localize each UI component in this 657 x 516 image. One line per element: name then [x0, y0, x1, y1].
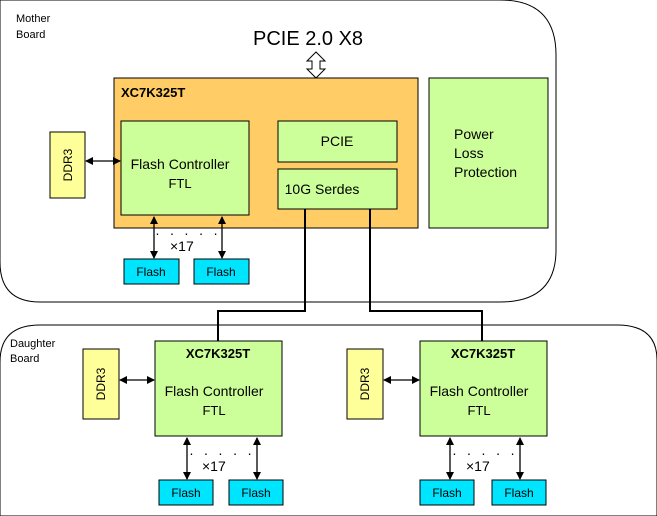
serdes-link-left	[217, 209, 306, 341]
pcie-box	[277, 120, 398, 163]
pcie-label: PCIE	[321, 133, 354, 149]
mother-fpga-title: XC7K325T	[121, 85, 185, 100]
mother-board-label-2: Board	[16, 29, 45, 41]
daughter-left-ddr3-box	[82, 348, 120, 420]
daughter-right-ddr3-label: DDR3	[358, 367, 372, 400]
mother-board-outline	[0, 0, 557, 303]
daughter-left-flash-chip-2	[228, 479, 284, 506]
daughter-right-flash-chip-1	[419, 479, 475, 506]
pcie-bus-title: PCIE 2.0 X8	[253, 28, 363, 50]
mother-ftl-label: FTL	[168, 176, 191, 191]
power-loss-line-3: Protection	[454, 164, 517, 180]
mother-flash-controller-box	[120, 120, 250, 216]
daughter-left-fpga-title: XC7K325T	[186, 346, 250, 361]
daughter-right-flash-chip-2	[491, 479, 547, 506]
mother-flash-chip-2-label: Flash	[206, 265, 235, 279]
serdes-link-right	[369, 209, 483, 341]
mother-flash-chip-1	[123, 258, 180, 285]
mother-ddr3-box	[49, 131, 86, 199]
mother-flash-chip-2	[193, 258, 250, 285]
mother-channel-count: ×17	[170, 238, 194, 254]
daughter-left-flash-chip-1	[158, 479, 214, 506]
daughter-right-flash-chip-1-label: Flash	[432, 486, 461, 500]
daughter-right-ftl-label: FTL	[467, 403, 490, 418]
power-loss-protection-box	[428, 77, 549, 229]
daughter-left-flash-chip-2-label: Flash	[241, 486, 270, 500]
daughter-left-flash-chip-1-label: Flash	[171, 486, 200, 500]
daughter-board-outline	[0, 324, 657, 516]
daughter-right-flash-chip-2-label: Flash	[504, 486, 533, 500]
daughter-right-ellipsis: · · · · ·	[452, 445, 518, 461]
mother-ddr3-label: DDR3	[61, 148, 75, 181]
daughter-right-fpga-box	[419, 340, 548, 437]
daughter-right-fpga-title: XC7K325T	[451, 346, 515, 361]
mother-board-label-1: Mother	[16, 13, 51, 25]
daughter-left-ddr3-label: DDR3	[94, 367, 108, 400]
power-loss-line-2: Loss	[454, 145, 484, 161]
daughter-left-ellipsis: · · · · ·	[189, 445, 255, 461]
daughter-right-channel-count: ×17	[466, 458, 490, 474]
daughter-board-label-1: Daughter	[10, 338, 56, 350]
mother-flash-chip-1-label: Flash	[136, 265, 165, 279]
power-loss-line-1: Power	[454, 126, 494, 142]
daughter-right-ddr3-box	[346, 348, 384, 420]
pcie-bus-arrow	[305, 51, 327, 79]
daughter-left-ftl-label: FTL	[202, 403, 225, 418]
daughter-left-channel-count: ×17	[202, 458, 226, 474]
daughter-left-flash-controller-label: Flash Controller	[165, 383, 264, 399]
daughter-left-fpga-box	[154, 340, 283, 437]
daughter-board-label-2: Board	[10, 353, 39, 365]
daughter-right-flash-controller-label: Flash Controller	[430, 383, 529, 399]
serdes-box	[277, 168, 398, 210]
mother-flash-controller-label: Flash Controller	[131, 156, 230, 172]
mother-ellipsis: · · · · ·	[155, 225, 221, 241]
serdes-label: 10G Serdes	[285, 181, 360, 197]
